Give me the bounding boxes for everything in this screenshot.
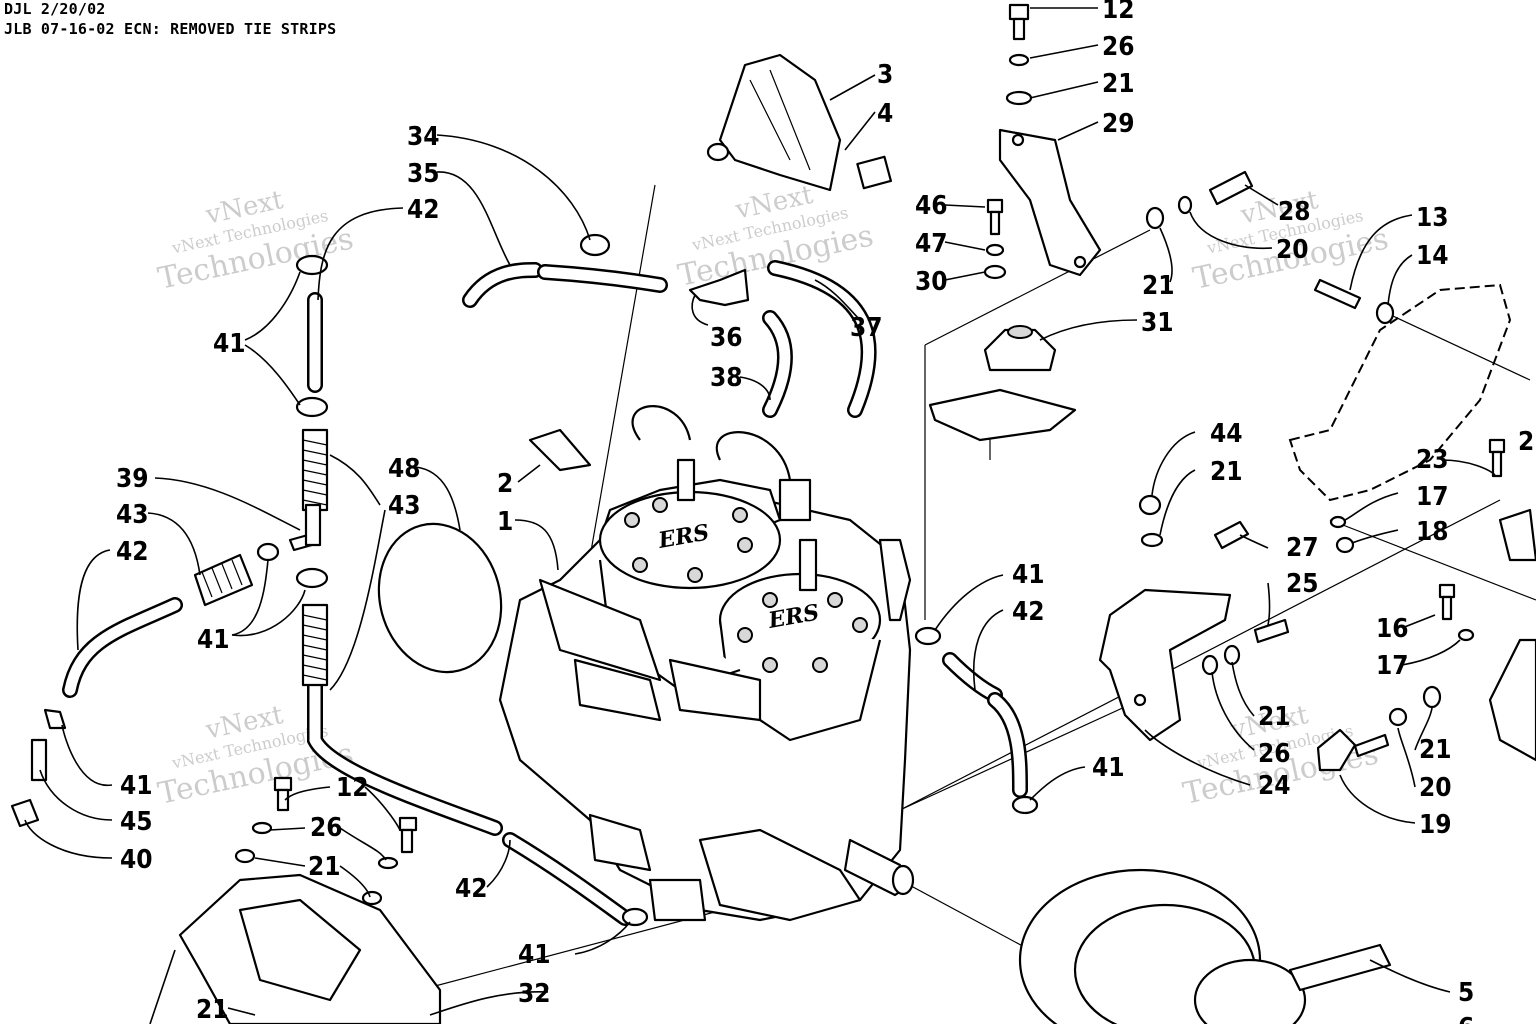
watermark: vNext Technologies vNext Technologies xyxy=(675,180,876,294)
clamps-fittings xyxy=(10,233,1039,927)
callout-1: 1 xyxy=(497,507,513,537)
callout-32: 32 xyxy=(518,979,551,1009)
part-mount-plate-29 xyxy=(998,128,1102,277)
callout-42: 42 xyxy=(116,537,149,567)
callout-37: 37 xyxy=(850,313,883,343)
part-rubber-mount-31 xyxy=(928,325,1077,442)
engine-assembly: ERS ERS xyxy=(498,405,915,922)
callout-12: 12 xyxy=(336,773,369,803)
callout-26: 26 xyxy=(1258,739,1291,769)
callout-12: 12 xyxy=(1102,0,1135,25)
callout-42: 42 xyxy=(407,195,440,225)
callout-16: 16 xyxy=(1376,614,1409,644)
callout-3: 3 xyxy=(877,60,893,90)
callout-41: 41 xyxy=(197,625,230,655)
callout-22: 22 xyxy=(1518,427,1536,457)
callout-20: 20 xyxy=(1276,235,1309,265)
leader-lines xyxy=(24,7,1496,1024)
callout-27: 27 xyxy=(1286,533,1319,563)
callout-24: 24 xyxy=(1258,771,1291,801)
callout-40: 40 xyxy=(120,845,153,875)
drawing-revision-line-1: DJL 2/20/02 xyxy=(4,0,106,18)
watermark: vNext Technologies vNext Technologies xyxy=(155,185,356,297)
callout-19: 19 xyxy=(1419,810,1452,840)
callout-39: 39 xyxy=(116,464,149,494)
callout-28: 28 xyxy=(1278,197,1311,227)
callout-20: 20 xyxy=(1419,773,1452,803)
part-heat-shield-right xyxy=(1288,283,1536,762)
part-48-plate xyxy=(377,522,503,674)
callout-41: 41 xyxy=(120,771,153,801)
callout-45: 45 xyxy=(120,807,153,837)
callout-36: 36 xyxy=(710,323,743,353)
callout-46: 46 xyxy=(915,191,948,221)
callout-13: 13 xyxy=(1416,203,1449,233)
part-engine-mount-top xyxy=(706,53,892,192)
callout-26: 26 xyxy=(1102,32,1135,62)
callout-41: 41 xyxy=(213,329,246,359)
callout-21: 21 xyxy=(1419,735,1452,765)
springs xyxy=(193,428,329,687)
part-mount-bracket-right xyxy=(1098,588,1232,742)
callout-41: 41 xyxy=(1092,753,1125,783)
callout-21: 21 xyxy=(1102,69,1135,99)
callout-4: 4 xyxy=(877,99,893,129)
callout-31: 31 xyxy=(1141,308,1174,338)
callout-41: 41 xyxy=(518,940,551,970)
callout-21: 21 xyxy=(1258,702,1291,732)
callout-44: 44 xyxy=(1210,419,1243,449)
callout-21: 21 xyxy=(308,852,341,882)
callout-42: 42 xyxy=(1012,597,1045,627)
part-decal xyxy=(528,428,592,472)
callout-43: 43 xyxy=(388,491,421,521)
callout-41: 41 xyxy=(1012,560,1045,590)
callout-6: 6 xyxy=(1458,1013,1474,1024)
callout-23: 23 xyxy=(1416,445,1449,475)
part-drive-clutch xyxy=(1018,868,1392,1024)
callout-5: 5 xyxy=(1458,978,1474,1008)
callout-29: 29 xyxy=(1102,109,1135,139)
callout-labels: 12 26 21 29 3 4 34 35 42 28 20 13 14 46 … xyxy=(116,0,1536,1024)
callout-42: 42 xyxy=(455,874,488,904)
callout-21: 21 xyxy=(1142,271,1175,301)
callout-48: 48 xyxy=(388,454,421,484)
callout-35: 35 xyxy=(407,159,440,189)
callout-18: 18 xyxy=(1416,517,1449,547)
bolt-stack-top-right xyxy=(983,3,1033,280)
hoses xyxy=(62,260,1028,926)
part-engine-mount-bottom xyxy=(178,776,442,1024)
callout-30: 30 xyxy=(915,267,948,297)
callout-26: 26 xyxy=(310,813,343,843)
callout-21: 21 xyxy=(196,995,229,1024)
callout-2: 2 xyxy=(497,469,513,499)
callout-34: 34 xyxy=(407,122,440,152)
callout-25: 25 xyxy=(1286,569,1319,599)
callout-38: 38 xyxy=(710,363,743,393)
callout-47: 47 xyxy=(915,229,948,259)
drawing-revision-line-2: JLB 07-16-02 ECN: REMOVED TIE STRIPS xyxy=(4,20,337,38)
hardware-right xyxy=(1138,170,1506,772)
callout-14: 14 xyxy=(1416,241,1449,271)
callout-21: 21 xyxy=(1210,457,1243,487)
callout-17: 17 xyxy=(1376,651,1409,681)
callout-43: 43 xyxy=(116,500,149,530)
callout-17: 17 xyxy=(1416,482,1449,512)
